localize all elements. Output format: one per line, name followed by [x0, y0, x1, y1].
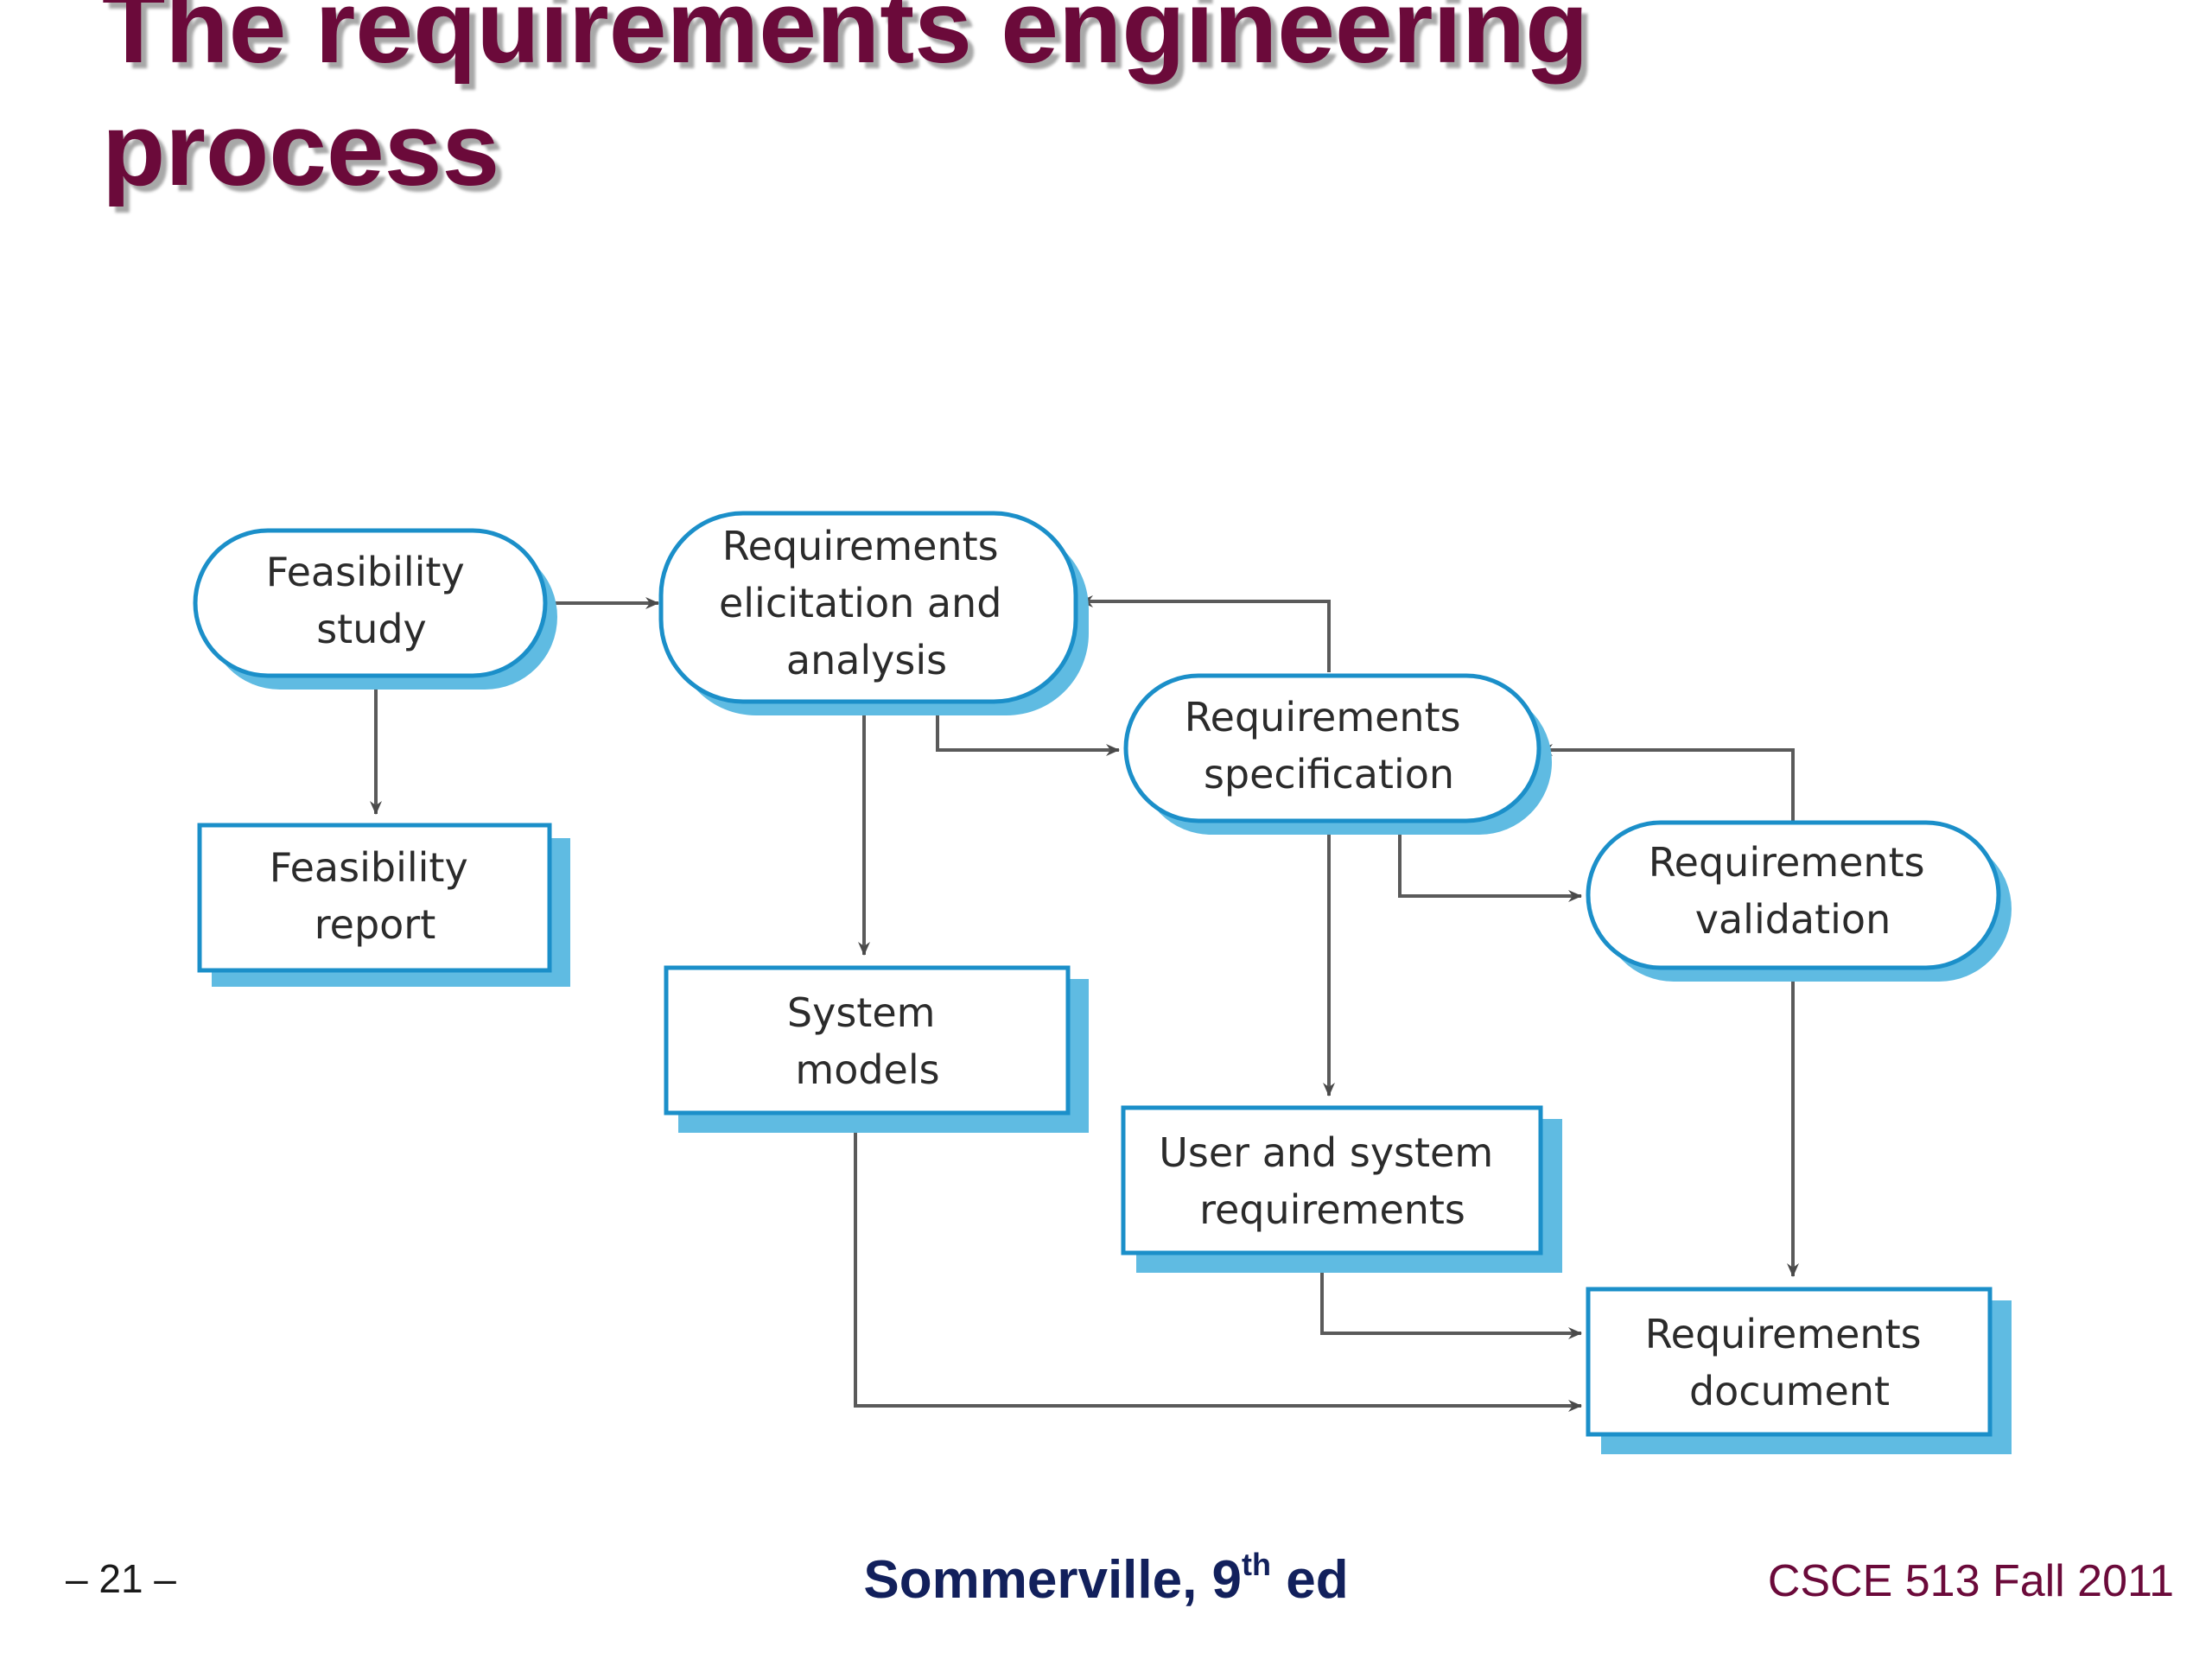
title-line-2: process — [102, 92, 500, 207]
edge-system-models-to-document — [854, 1113, 1582, 1412]
node-user-system-reqs — [1121, 1105, 1543, 1255]
label-user-system-reqs: User and system requirements — [1159, 1129, 1506, 1233]
page-number: – 21 – — [66, 1556, 176, 1601]
title-line-1: The requirements engineering — [102, 0, 1589, 85]
source-credit: Sommerville, 9th ed — [0, 1547, 2212, 1611]
label-specification: Requirements specification — [1185, 694, 1473, 798]
node-specification — [1123, 673, 1541, 823]
slide-title: The requirements engineering process — [102, 0, 1588, 211]
label-elicitation: Requirements elicitation and analysis — [719, 523, 1014, 683]
edge-validation-to-specification — [1539, 744, 1795, 821]
node-elicitation — [658, 511, 1078, 704]
label-feasibility-report: Feasibility report — [270, 844, 481, 948]
edge-elicitation-to-specification — [936, 700, 1120, 756]
edge-user-system-to-document — [1320, 1255, 1582, 1339]
label-feasibility-study: Feasibility study — [266, 549, 478, 652]
edge-specification-to-elicitation — [1079, 595, 1331, 672]
label-reqs-document: Requirements document — [1645, 1311, 1934, 1414]
node-system-models — [664, 965, 1071, 1116]
node-validation — [1586, 820, 2001, 970]
node-feasibility-report — [197, 823, 552, 973]
label-validation: Requirements validation — [1649, 839, 1937, 943]
credit-main: Sommerville, 9 — [863, 1550, 1243, 1610]
diagram-edges — [370, 595, 1799, 1412]
credit-tail: ed — [1271, 1550, 1349, 1610]
node-reqs-document — [1586, 1287, 1993, 1437]
node-labels: Feasibility study Requirements elicitati… — [266, 523, 1937, 1414]
label-system-models: System models — [787, 989, 948, 1093]
course-label: CSCE 513 Fall 2011 — [1767, 1556, 2174, 1606]
edge-specification-to-validation — [1398, 823, 1582, 902]
node-feasibility-study — [193, 528, 548, 678]
credit-superscript: th — [1242, 1547, 1272, 1582]
diagram-nodes — [193, 511, 2001, 1437]
